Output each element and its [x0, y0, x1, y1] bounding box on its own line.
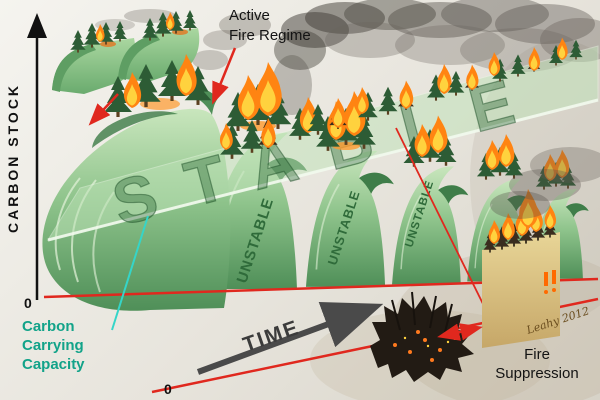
carrying-line2: Carrying: [22, 336, 84, 354]
carrying-line1: Carbon: [22, 318, 75, 335]
pointer-line-fire-suppression: [395, 127, 487, 311]
exclamation-mark: [552, 270, 556, 284]
burning-forest: [104, 37, 583, 190]
carrying-line3: Capacity: [22, 355, 85, 373]
exclamation-mark: [544, 272, 548, 286]
time-label: TIME: [240, 316, 302, 357]
pointer-line-carrying-capacity: [111, 215, 149, 331]
smoke-plumes: [95, 0, 600, 115]
active-fire-regime-line1: Active: [229, 7, 270, 24]
red-arrow-crest: [212, 47, 237, 105]
fire-suppression-label: Fire Suppression: [478, 346, 596, 384]
y-axis-label: CARBON STOCK: [5, 83, 21, 233]
active-fire-regime-label: Active Fire Regime: [229, 6, 311, 45]
carbon-carrying-capacity-label: Carbon Carrying Capacity: [22, 318, 85, 374]
double-red-arrow: [437, 323, 483, 341]
suppression-line1: Fire: [524, 346, 550, 363]
y-origin-zero: 0: [24, 295, 32, 311]
time-arrow: [196, 302, 384, 375]
x-origin-zero: 0: [164, 381, 172, 397]
inset-mounds: [52, 10, 200, 94]
fire-suppression-strip: [482, 147, 600, 348]
active-fire-regime-line2: Fire Regime: [229, 26, 311, 44]
red-arrow-inset: [88, 93, 119, 126]
suppression-line2: Suppression: [495, 364, 579, 382]
